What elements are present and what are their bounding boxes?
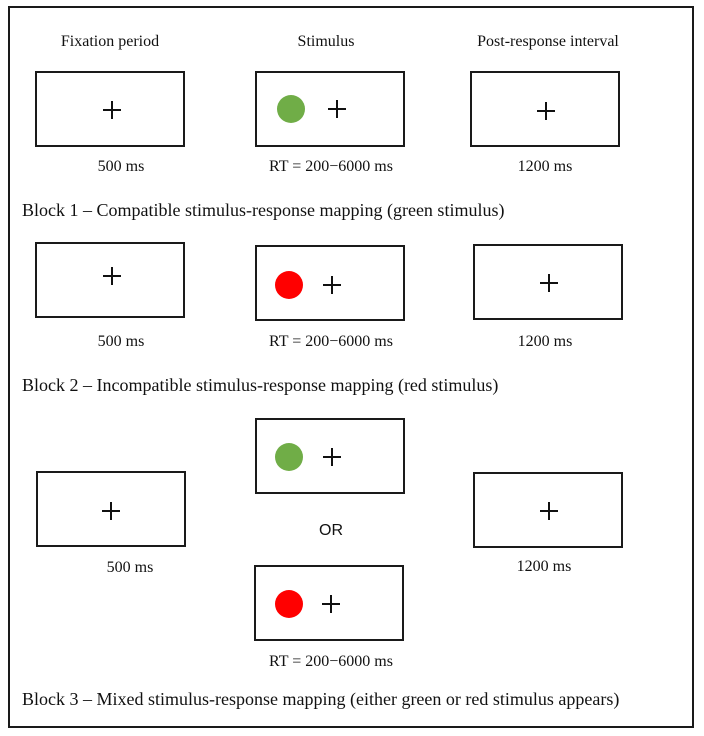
block2-stimulus-duration: RT = 200−6000 ms — [269, 333, 393, 350]
green-circle-icon — [275, 443, 303, 471]
block1-stimulus-screen — [255, 71, 405, 147]
header-stimulus: Stimulus — [297, 33, 355, 50]
block3-stimulus-screen-green — [255, 418, 405, 494]
block1-stimulus-duration: RT = 200−6000 ms — [269, 158, 393, 175]
block2-fixation-duration: 500 ms — [97, 333, 145, 350]
fixation-cross-icon — [322, 595, 340, 613]
block3-fixation-screen — [36, 471, 186, 547]
block2-fixation-screen — [35, 242, 185, 318]
header-fixation-period: Fixation period — [60, 33, 160, 50]
block1-label: Block 1 – Compatible stimulus-response m… — [22, 200, 505, 220]
figure-frame — [8, 6, 694, 728]
fixation-cross-icon — [103, 101, 121, 119]
fixation-cross-icon — [328, 100, 346, 118]
block1-fixation-duration: 500 ms — [97, 158, 145, 175]
block3-stimulus-screen-red — [254, 565, 404, 641]
red-circle-icon — [275, 590, 303, 618]
header-post-response-interval: Post-response interval — [477, 33, 619, 50]
block3-stimulus-duration: RT = 200−6000 ms — [269, 653, 393, 670]
block1-post-response-duration: 1200 ms — [517, 158, 573, 175]
fixation-cross-icon — [540, 274, 558, 292]
block2-post-response-screen — [473, 244, 623, 320]
or-label: OR — [319, 522, 343, 539]
block2-stimulus-screen — [255, 245, 405, 321]
fixation-cross-icon — [323, 448, 341, 466]
block1-post-response-screen — [470, 71, 620, 147]
green-circle-icon — [277, 95, 305, 123]
fixation-cross-icon — [323, 276, 341, 294]
block3-label: Block 3 – Mixed stimulus-response mappin… — [22, 689, 620, 709]
fixation-cross-icon — [540, 502, 558, 520]
fixation-cross-icon — [103, 267, 121, 285]
block1-fixation-screen — [35, 71, 185, 147]
block3-post-response-screen — [473, 472, 623, 548]
block3-fixation-duration: 500 ms — [106, 559, 154, 576]
block2-post-response-duration: 1200 ms — [517, 333, 573, 350]
block2-label: Block 2 – Incompatible stimulus-response… — [22, 375, 499, 395]
fixation-cross-icon — [102, 502, 120, 520]
fixation-cross-icon — [537, 102, 555, 120]
red-circle-icon — [275, 271, 303, 299]
block3-post-response-duration: 1200 ms — [516, 558, 572, 575]
